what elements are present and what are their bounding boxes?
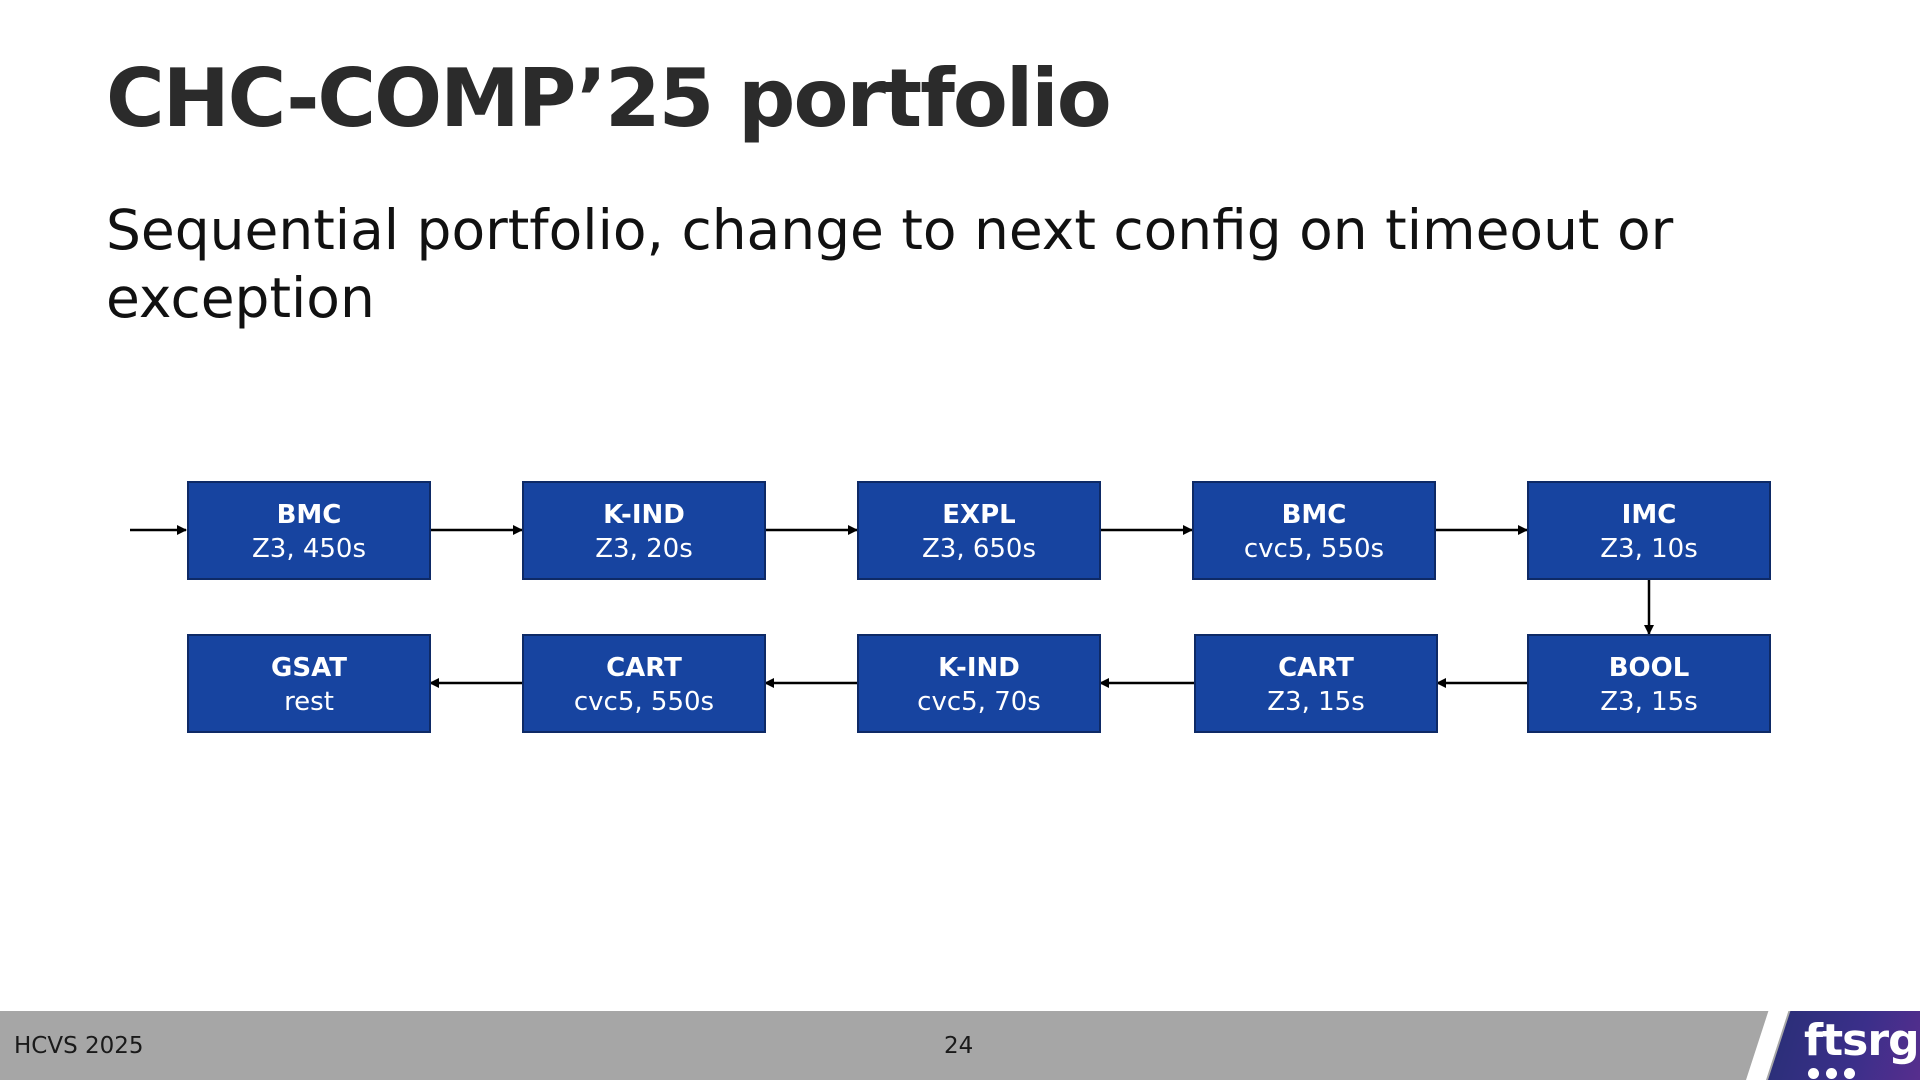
- box-label: BOOL: [1609, 653, 1690, 683]
- box-detail: cvc5, 70s: [917, 687, 1041, 717]
- row2-box-4: CART Z3, 15s: [1194, 634, 1438, 733]
- slide-title: CHC-COMP’25 portfolio: [106, 52, 1112, 145]
- row2-box-2: CART cvc5, 550s: [522, 634, 766, 733]
- box-detail: Z3, 450s: [252, 534, 366, 564]
- row1-box-3: EXPL Z3, 650s: [857, 481, 1101, 580]
- row2-box-5: BOOL Z3, 15s: [1527, 634, 1771, 733]
- box-label: K-IND: [603, 500, 685, 530]
- box-label: EXPL: [942, 500, 1015, 530]
- box-label: BMC: [1282, 500, 1347, 530]
- row2-box-3: K-IND cvc5, 70s: [857, 634, 1101, 733]
- row1-box-4: BMC cvc5, 550s: [1192, 481, 1436, 580]
- slide-subtitle: Sequential portfolio, change to next con…: [106, 198, 1674, 330]
- footer-bar: HCVS 2025 24 ftsrg: [0, 1011, 1920, 1080]
- box-detail: cvc5, 550s: [574, 687, 714, 717]
- logo-text: ftsrg: [1804, 1015, 1920, 1066]
- page-number: 24: [944, 1033, 974, 1059]
- footer-event: HCVS 2025: [14, 1033, 144, 1059]
- box-label: GSAT: [271, 653, 347, 683]
- box-detail: Z3, 10s: [1600, 534, 1698, 564]
- box-detail: rest: [284, 687, 334, 717]
- box-detail: Z3, 650s: [922, 534, 1036, 564]
- arrows: [130, 525, 1654, 688]
- row2-box-1: GSAT rest: [187, 634, 431, 733]
- box-detail: Z3, 15s: [1267, 687, 1365, 717]
- row1-box-5: IMC Z3, 10s: [1527, 481, 1771, 580]
- box-detail: Z3, 15s: [1600, 687, 1698, 717]
- box-detail: Z3, 20s: [595, 534, 693, 564]
- box-label: CART: [1278, 653, 1354, 683]
- box-label: IMC: [1622, 500, 1677, 530]
- logo-dots-icon: [1808, 1064, 1862, 1079]
- box-label: BMC: [277, 500, 342, 530]
- row1-box-1: BMC Z3, 450s: [187, 481, 431, 580]
- row1-box-2: K-IND Z3, 20s: [522, 481, 766, 580]
- box-label: CART: [606, 653, 682, 683]
- box-detail: cvc5, 550s: [1244, 534, 1384, 564]
- box-label: K-IND: [938, 653, 1020, 683]
